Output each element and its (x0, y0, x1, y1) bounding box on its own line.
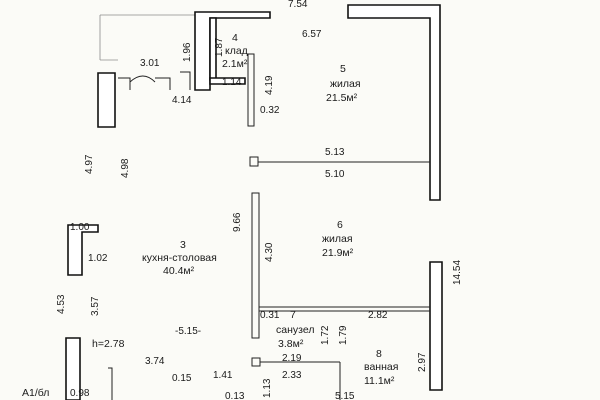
dim-414: 4.14 (172, 95, 192, 106)
dim-top-outer: 7.54 (288, 0, 308, 10)
room-4-name: клад (225, 45, 248, 57)
dim-032: 0.32 (260, 105, 280, 116)
room-6-name: жилая (322, 233, 353, 245)
ceiling-height-note: h=2.78 (92, 338, 125, 350)
dim-497: 4.97 (84, 154, 95, 174)
room-6-number: 6 (337, 219, 343, 231)
dim-966: 9.66 (232, 212, 243, 232)
dim-515a: -5.15- (175, 326, 201, 337)
dim-098: 0.98 (70, 388, 90, 399)
room-4-number: 4 (232, 32, 238, 44)
room-5-area: 21.5м² (326, 92, 358, 104)
dim-513: 5.13 (325, 147, 345, 158)
dim-419: 4.19 (264, 75, 275, 95)
room-3-area: 40.4м² (163, 265, 195, 277)
dim-102: 1.02 (88, 253, 108, 264)
room-7-area: 3.8м² (278, 338, 304, 350)
room-5-name: жилая (330, 78, 361, 90)
wall-left-lower (65, 337, 81, 400)
wall-right-middle (429, 261, 443, 391)
dim-015: 0.15 (172, 373, 192, 384)
room-7-number: 7 (290, 309, 296, 321)
room-7-name: санузел (276, 324, 314, 336)
balcony-door (118, 75, 171, 90)
room-8-area: 11.1м² (364, 375, 395, 387)
dim-141: 1.41 (213, 370, 233, 381)
dim-031: 0.31 (260, 310, 280, 321)
dim-1454: 14.54 (452, 260, 463, 285)
sheet-code: А1/бл (22, 387, 49, 399)
dim-430: 4.30 (264, 242, 275, 262)
dim-013: 0.13 (225, 391, 245, 400)
dim-510: 5.10 (325, 169, 345, 180)
dim-179: 1.79 (338, 325, 349, 345)
reference-lines (99, 14, 195, 61)
dim-515b: 5.15 (335, 391, 355, 400)
dim-172: 1.72 (320, 325, 331, 345)
dim-100: 1.00 (70, 222, 90, 233)
dimension-labels: 7.54 6.57 3.01 1.96 1.87 1.14 4.19 4.14 … (56, 0, 463, 400)
wall-storage-inner (209, 77, 246, 85)
wall-left-upper (97, 72, 116, 128)
dim-113: 1.13 (262, 378, 273, 398)
interior-partitions (247, 53, 430, 400)
dim-219: 2.19 (282, 353, 302, 364)
room-3-name: кухня-столовая (142, 252, 217, 264)
dim-282: 2.82 (368, 310, 388, 321)
room-3-number: 3 (180, 239, 186, 251)
dim-453: 4.53 (56, 294, 67, 314)
dim-balcony: 3.01 (140, 58, 160, 69)
dim-187: 1.87 (214, 37, 225, 57)
dim-196: 1.96 (182, 42, 193, 62)
room-8-number: 8 (376, 348, 382, 360)
dim-357: 3.57 (90, 296, 101, 316)
dim-297: 2.97 (417, 352, 428, 372)
dim-room5-width: 6.57 (302, 29, 322, 40)
room-6-area: 21.9м² (322, 247, 354, 259)
dim-233: 2.33 (282, 370, 302, 381)
dim-498: 4.98 (120, 158, 131, 178)
room-5-number: 5 (340, 63, 346, 75)
dim-374: 3.74 (145, 356, 165, 367)
dim-114: 1.14 (222, 77, 242, 88)
wall-top-room5 (347, 4, 441, 201)
room-labels: 4 клад 2.1м² 5 жилая 21.5м² 3 кухня-стол… (142, 32, 398, 387)
wall-left-middle (67, 224, 99, 276)
exterior-walls (65, 4, 443, 400)
room-8-name: ванная (364, 361, 398, 373)
room-4-area: 2.1м² (222, 58, 248, 70)
